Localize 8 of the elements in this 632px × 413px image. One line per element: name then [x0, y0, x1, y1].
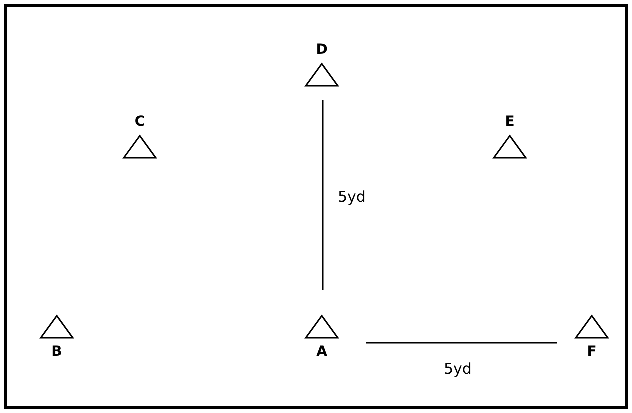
- cone-label: A: [316, 344, 328, 360]
- cone-label: C: [134, 114, 146, 130]
- distance-label: 5yd: [338, 188, 366, 206]
- cone-label: E: [504, 114, 516, 130]
- cone-label: F: [586, 344, 598, 360]
- cone-label: B: [50, 344, 64, 360]
- distance-label: 5yd: [444, 360, 472, 378]
- cone-label: D: [315, 42, 329, 58]
